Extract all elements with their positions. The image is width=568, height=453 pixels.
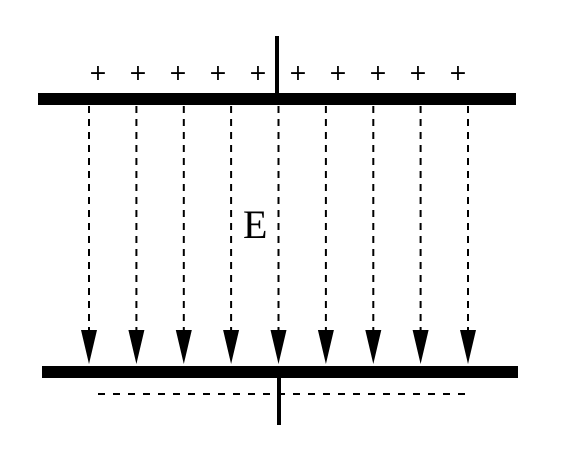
positive-charge: + — [409, 61, 427, 86]
positive-charge: + — [289, 61, 307, 86]
field-label: E — [243, 202, 267, 247]
negative-plate — [42, 366, 518, 378]
positive-charge: + — [249, 61, 267, 86]
field-arrowhead — [412, 330, 429, 364]
positive-charge: + — [209, 61, 227, 86]
field-arrowhead — [460, 330, 476, 364]
positive-charge: + — [449, 61, 467, 86]
field-arrowhead — [270, 330, 287, 364]
positive-charge: + — [329, 61, 347, 86]
positive-charge: + — [369, 61, 387, 86]
field-lines — [81, 106, 476, 364]
positive-charges: + + + + + + + + + + — [89, 61, 467, 86]
field-arrowhead — [128, 330, 145, 364]
field-arrowhead — [365, 330, 382, 364]
field-arrowhead — [81, 330, 97, 364]
field-arrowhead — [175, 330, 192, 364]
positive-charge: + — [129, 61, 147, 86]
field-arrowhead — [317, 330, 334, 364]
positive-plate — [38, 93, 516, 105]
field-arrowhead — [223, 330, 240, 364]
positive-charge: + — [169, 61, 187, 86]
positive-charge: + — [89, 61, 107, 86]
